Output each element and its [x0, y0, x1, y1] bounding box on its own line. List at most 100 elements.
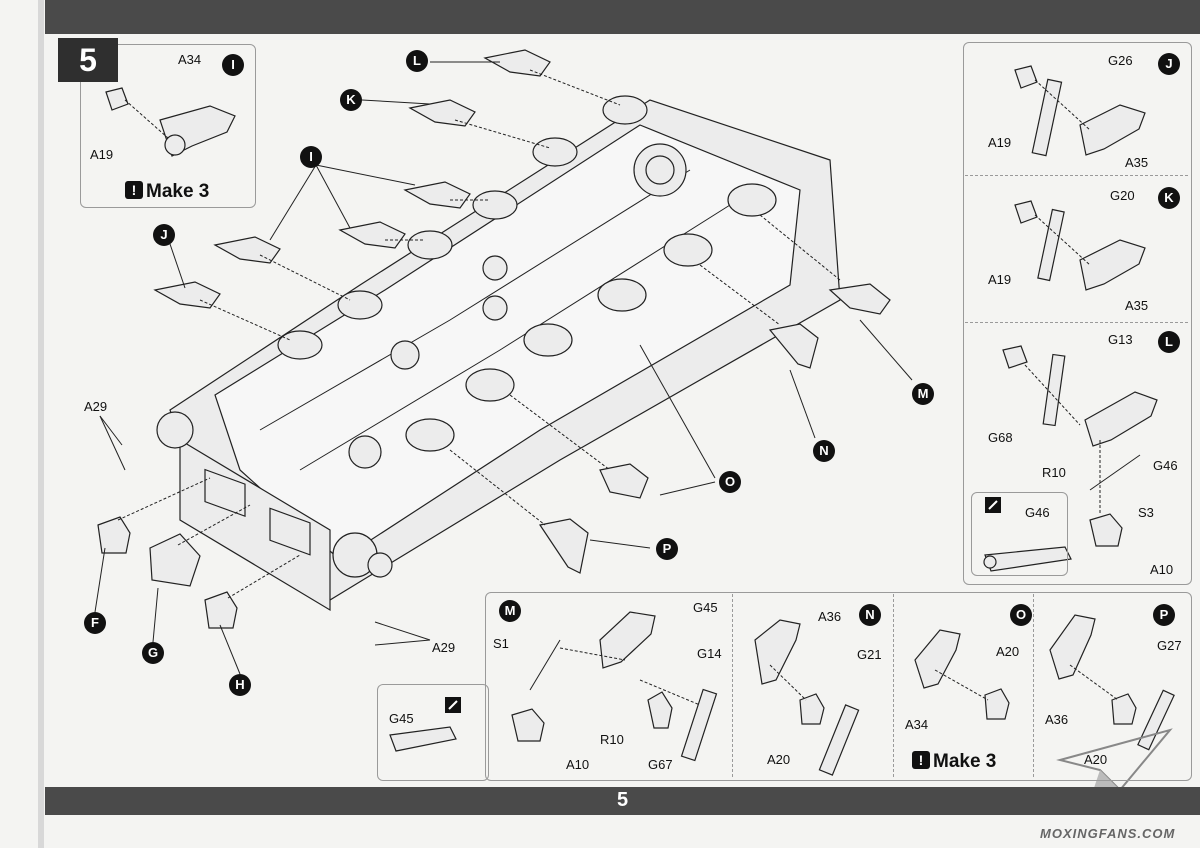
rod-S3	[1089, 454, 1141, 491]
arm-A35	[1079, 104, 1146, 156]
suspension-arm	[338, 221, 406, 249]
part-label-G45-sprue: G45	[389, 711, 414, 726]
part-label-A29: A29	[84, 399, 108, 414]
leader-line	[99, 415, 123, 446]
part-label-S3: S3	[1138, 505, 1154, 520]
inset-separator	[732, 594, 733, 777]
inset-JKL	[963, 42, 1192, 585]
part-A20	[799, 693, 825, 725]
inset-separator	[965, 175, 1188, 176]
shock-G21	[818, 704, 860, 776]
hatch	[390, 340, 420, 370]
rear-light	[204, 591, 238, 629]
part-A10	[511, 708, 545, 742]
sprue-hole	[983, 555, 997, 569]
rear-light	[149, 533, 201, 587]
suspension-mount	[277, 330, 323, 360]
leader-line	[117, 477, 211, 521]
leader-line	[639, 344, 716, 479]
cap-G68	[1002, 345, 1028, 369]
part-label-G21: G21	[857, 647, 882, 662]
leader-line	[94, 547, 106, 613]
suspension-mount	[465, 368, 515, 402]
inset-I	[80, 44, 256, 208]
cut-icon	[985, 497, 1001, 513]
arm-A36	[1049, 614, 1096, 680]
part-label-G68: G68	[988, 430, 1013, 445]
suspension-mount	[472, 190, 518, 220]
drive-sprocket	[156, 411, 194, 449]
leader-line	[315, 164, 416, 186]
marker-F: F	[84, 612, 106, 634]
part-label-G20: G20	[1110, 188, 1135, 203]
part-label-A35: A35	[1125, 298, 1149, 313]
part-label-A29: A29	[432, 640, 456, 655]
part-label-A34: A34	[905, 717, 929, 732]
part-label-G13: G13	[1108, 332, 1133, 347]
suspension-mount	[602, 95, 648, 125]
cap-A19	[105, 87, 129, 111]
hatch	[482, 295, 508, 321]
part-label-A20: A20	[1084, 752, 1108, 767]
suspension-mount	[405, 418, 455, 452]
step-number: 5	[58, 38, 118, 82]
leader-line	[449, 449, 546, 526]
leader-line	[1024, 364, 1081, 426]
rear-light	[97, 516, 131, 554]
hatch	[645, 155, 675, 185]
inset-M-sprue	[377, 684, 489, 781]
part-label-G27: G27	[1157, 638, 1182, 653]
leader-line	[639, 679, 701, 706]
marker-N: N	[813, 440, 835, 462]
leader-line	[177, 504, 251, 546]
marker-M: M	[499, 600, 521, 622]
leader-line	[315, 164, 351, 229]
part-label-A19: A19	[90, 147, 114, 162]
arm-A34	[914, 629, 961, 689]
part-label-G46-sprue: G46	[1025, 505, 1050, 520]
suspension-mount	[663, 233, 713, 267]
marker-H: H	[229, 674, 251, 696]
marker-O: O	[719, 471, 741, 493]
marker-O: O	[1010, 604, 1032, 626]
marker-L: L	[1158, 331, 1180, 353]
part-label-A34: A34	[178, 52, 202, 67]
part-label-A35: A35	[1125, 155, 1149, 170]
marker-J: J	[1158, 53, 1180, 75]
part-G67	[647, 691, 673, 729]
leader-line	[659, 481, 716, 496]
inset-L-sprue	[971, 492, 1068, 576]
part-label-A10: A10	[1150, 562, 1174, 577]
part-label-G14: G14	[697, 646, 722, 661]
suspension-arm	[153, 281, 221, 309]
leader-line	[199, 299, 291, 341]
arm-A34-hub	[164, 134, 186, 156]
arm-G46	[1084, 391, 1158, 447]
exclamation-icon: !	[912, 751, 930, 769]
page-number: 5	[616, 789, 629, 811]
suspension-arm	[408, 99, 476, 127]
suspension-arm	[828, 283, 891, 315]
suspension-mount	[727, 183, 777, 217]
inset-separator	[1033, 594, 1034, 777]
leader-line	[124, 99, 169, 139]
arm-G45	[599, 611, 656, 669]
part-A10	[1089, 513, 1123, 547]
cut-icon	[445, 697, 461, 713]
marker-M: M	[912, 383, 934, 405]
leader-line	[454, 119, 551, 149]
suspension-mount	[407, 230, 453, 260]
watermark-text: MOXINGFANS.COM	[1040, 826, 1176, 841]
part-label-G45: G45	[693, 600, 718, 615]
marker-K: K	[1158, 187, 1180, 209]
rear-panel	[269, 507, 311, 556]
leader-line	[769, 664, 807, 701]
shock-G13	[1042, 353, 1066, 427]
leader-line	[934, 669, 989, 701]
part-label-G26: G26	[1108, 53, 1133, 68]
inset-separator	[965, 322, 1188, 323]
part-label-A36: A36	[1045, 712, 1069, 727]
hatch	[482, 255, 508, 281]
leader-line	[509, 394, 611, 471]
